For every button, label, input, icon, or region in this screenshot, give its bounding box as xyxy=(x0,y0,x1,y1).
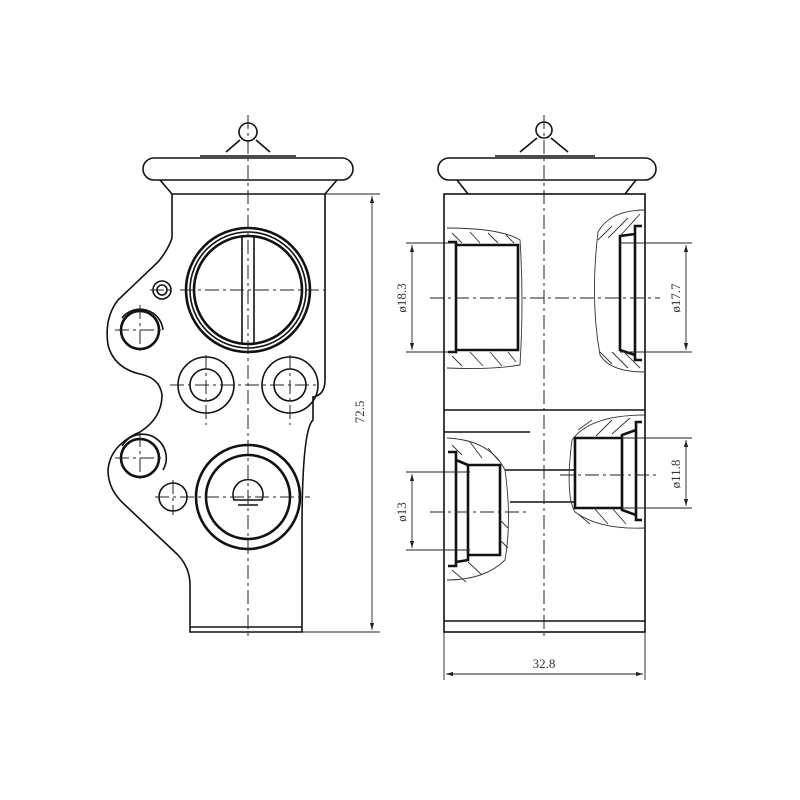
dim-lower-right: ø11.8 xyxy=(668,460,683,489)
dim-lower-left: ø13 xyxy=(394,502,409,522)
front-view: 72.5 xyxy=(106,115,380,640)
body-outline xyxy=(106,194,326,633)
side-section-view: ø18.3 ø17.7 ø13 ø11.8 32.8 xyxy=(394,115,692,680)
height-dimension: 72.5 xyxy=(352,401,367,424)
flange xyxy=(437,157,657,181)
cone xyxy=(200,139,296,157)
section-lower-right xyxy=(568,414,646,529)
section-upper-left xyxy=(446,227,523,370)
section-upper-right xyxy=(594,209,646,373)
width-dimension: 32.8 xyxy=(533,656,556,671)
dim-upper-left: ø18.3 xyxy=(394,283,409,312)
dim-upper-right: ø17.7 xyxy=(668,283,683,313)
